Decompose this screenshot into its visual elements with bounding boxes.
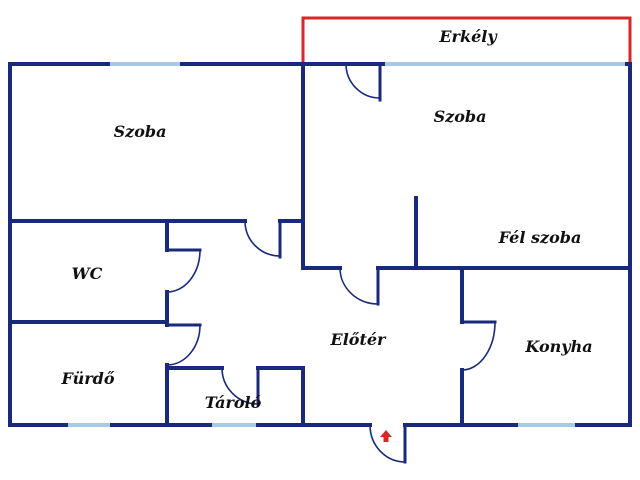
room-label-room-right: Szoba <box>434 107 487 126</box>
entrance-arrow-icon <box>380 430 392 442</box>
balcony-outline <box>301 16 632 64</box>
room-label-storage: Tároló <box>205 393 262 412</box>
interior-walls <box>8 62 632 427</box>
room-label-kitchen: Konyha <box>524 337 592 356</box>
room-label-room-left: Szoba <box>114 122 167 141</box>
doors <box>165 62 497 464</box>
windows <box>68 62 625 427</box>
room-label-balcony: Erkély <box>438 27 498 46</box>
room-label-wc: WC <box>72 264 103 283</box>
room-label-bathroom: Fürdő <box>61 369 115 388</box>
room-label-hallway: Előtér <box>330 330 388 349</box>
room-label-half-room: Fél szoba <box>498 228 582 247</box>
